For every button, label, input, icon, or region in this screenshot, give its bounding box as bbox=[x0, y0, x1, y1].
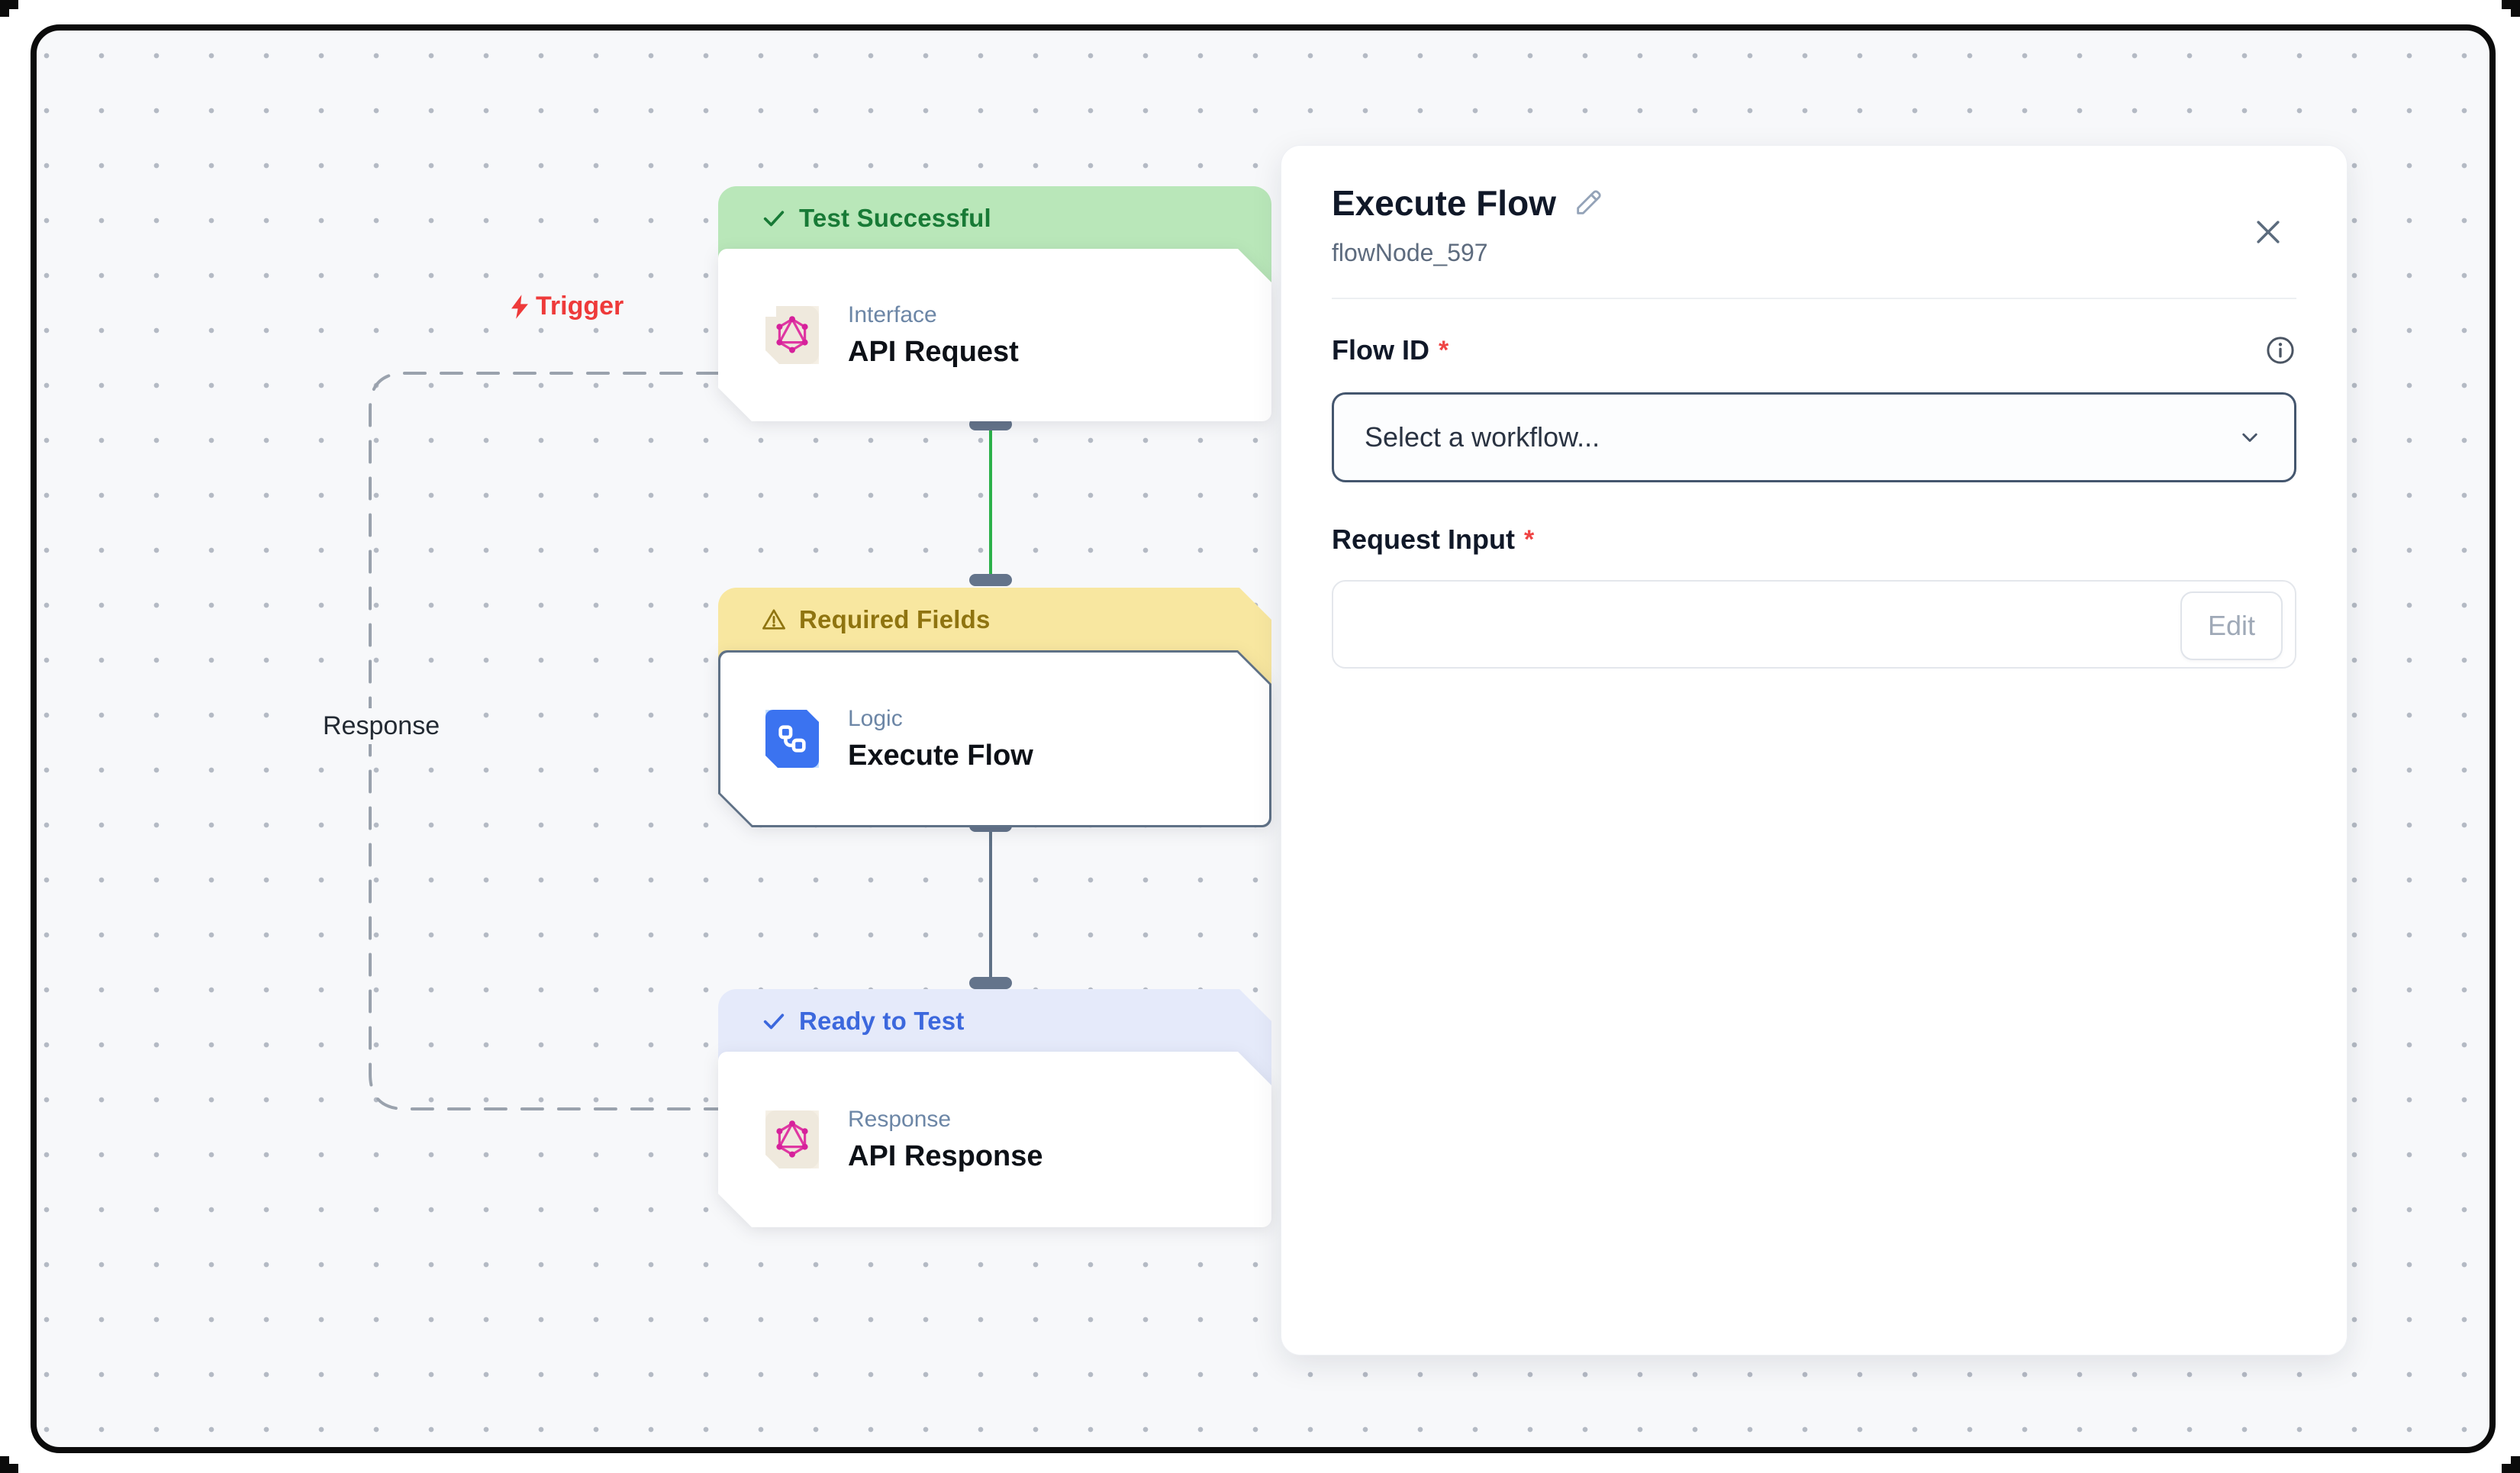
request-input-field[interactable]: Edit bbox=[1332, 580, 2296, 669]
source-handle-api-request[interactable] bbox=[969, 418, 1012, 430]
required-marker: * bbox=[1524, 524, 1535, 554]
workflow-select-placeholder: Select a workflow... bbox=[1365, 421, 1600, 453]
flow-icon bbox=[765, 710, 819, 768]
graphql-icon bbox=[765, 306, 819, 364]
node-api-request[interactable]: Test Successful bbox=[718, 186, 1271, 421]
info-icon[interactable] bbox=[2264, 334, 2296, 366]
panel-title: Execute Flow bbox=[1332, 183, 1556, 223]
corner-mark bbox=[2511, 0, 2520, 17]
workflow-select[interactable]: Select a workflow... bbox=[1332, 392, 2296, 482]
required-marker: * bbox=[1439, 335, 1449, 365]
workflow-window: Trigger Response bbox=[31, 24, 2496, 1453]
chevron-down-icon bbox=[2236, 424, 2264, 451]
corner-mark bbox=[0, 1456, 9, 1473]
node-card-selected[interactable]: Logic Execute Flow bbox=[718, 650, 1271, 827]
node-execute-flow[interactable]: Required Fields bbox=[718, 588, 1271, 827]
node-category: Interface bbox=[848, 301, 937, 327]
target-handle-api-response[interactable] bbox=[969, 977, 1012, 989]
node-status-label: Test Successful bbox=[799, 204, 991, 232]
corner-mark bbox=[0, 0, 9, 17]
divider bbox=[1332, 298, 2296, 299]
node-status-label: Required Fields bbox=[799, 605, 991, 633]
node-title: API Request bbox=[848, 335, 1019, 368]
node-status-label: Ready to Test bbox=[799, 1007, 965, 1035]
edit-button[interactable]: Edit bbox=[2180, 591, 2283, 660]
node-id-subtitle: flowNode_597 bbox=[1332, 239, 1488, 266]
node-card[interactable]: Interface API Request bbox=[718, 249, 1271, 421]
check-icon bbox=[763, 211, 785, 227]
close-icon[interactable] bbox=[2251, 214, 2286, 250]
node-category: Response bbox=[848, 1106, 952, 1132]
target-handle-execute-flow[interactable] bbox=[969, 574, 1012, 586]
response-edge-label: Response bbox=[309, 708, 454, 744]
node-category: Logic bbox=[848, 705, 903, 731]
node-config-panel: Execute Flow flowNode_597 bbox=[1281, 145, 2348, 1355]
edge-default-line bbox=[989, 826, 992, 983]
node-api-response[interactable]: Ready to Test bbox=[718, 989, 1271, 1230]
check-icon bbox=[761, 1008, 787, 1034]
flow-canvas[interactable]: Trigger Response bbox=[37, 31, 2489, 1447]
lightning-bolt-icon bbox=[511, 294, 528, 319]
request-input-label: Request Input bbox=[1332, 524, 1515, 555]
node-card[interactable]: Response API Response bbox=[718, 1052, 1271, 1227]
edge-success-line bbox=[989, 424, 992, 577]
flow-id-label: Flow ID bbox=[1332, 334, 1429, 366]
warning-icon bbox=[761, 607, 787, 633]
graphql-icon bbox=[765, 1110, 819, 1168]
node-title: API Response bbox=[848, 1139, 1043, 1172]
pencil-icon[interactable] bbox=[1573, 188, 1603, 218]
corner-mark bbox=[2511, 1456, 2520, 1473]
trigger-edge-label: Trigger bbox=[508, 292, 624, 321]
node-title: Execute Flow bbox=[848, 739, 1033, 772]
